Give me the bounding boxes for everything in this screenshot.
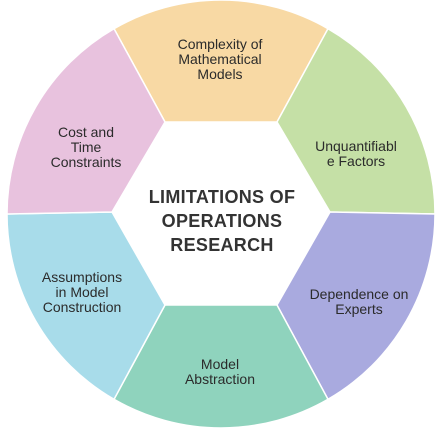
segment-label-dependence: Dependence on Experts: [309, 286, 409, 317]
segment-label-abstraction: Model Abstraction: [184, 356, 256, 387]
segment-label-unquantifiable: Unquantifiabl e Factors: [315, 138, 397, 169]
segment-cost-time: [6, 27, 166, 215]
center-hexagon: [112, 122, 330, 305]
segment-label-cost-time: Cost and Time Constraints: [50, 124, 122, 170]
segment-label-complexity: Complexity of Mathematical Models: [177, 36, 263, 82]
segment-label-assumptions: Assumptions in Model Construction: [41, 269, 123, 315]
center-title: LIMITATIONS OF OPERATIONS RESEARCH: [148, 187, 296, 255]
